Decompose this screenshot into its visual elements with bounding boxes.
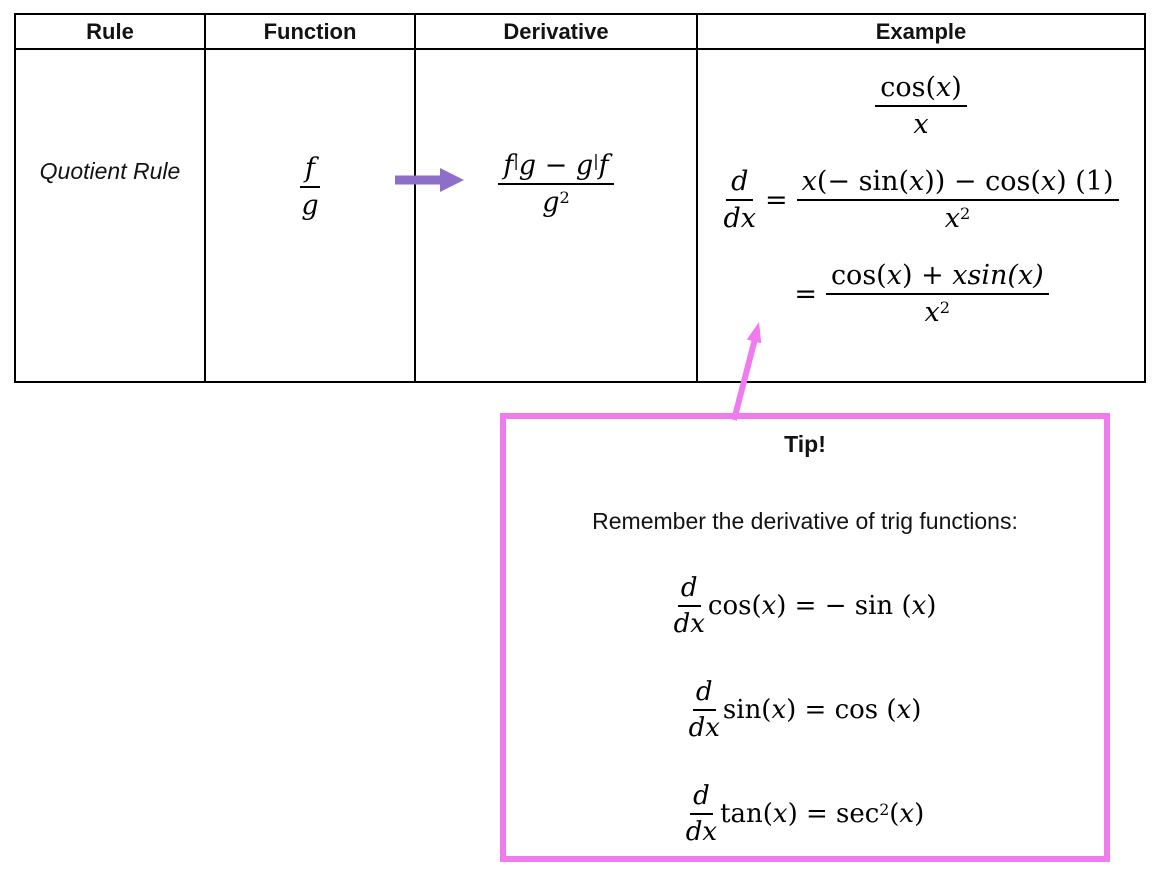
header-label-rule: Rule — [86, 18, 134, 44]
rule-name-cell: Quotient Rule — [16, 50, 206, 381]
example-step1-fraction: cos(x) x — [875, 72, 967, 140]
header-cell-rule: Rule — [16, 15, 206, 50]
header-cell-derivative: Derivative — [416, 15, 698, 50]
equals-sign: = — [765, 184, 788, 216]
tip-equation-tan-rhs: tan(x) = sec2(x) — [720, 799, 925, 829]
header-cell-function: Function — [206, 15, 416, 50]
tip-equation-sin-rhs: sin(x) = cos (x) — [722, 695, 922, 725]
example-step-3: = cos(x) + xsin(x) x2 — [793, 260, 1049, 328]
example-step-2: d dx = x(− sin(x)) − cos(x) (1) x2 — [724, 166, 1119, 234]
rule-name: Quotient Rule — [39, 158, 181, 184]
derivative-numerator: f|g − g|f — [498, 150, 614, 185]
tip-equation-cos: d dx cos(x) = − sin (x) — [674, 573, 937, 639]
callout-up-arrow-icon — [731, 322, 762, 421]
tip-equation-tan: d dx tan(x) = sec2(x) — [686, 781, 924, 847]
d-dx-fraction: d dx — [723, 166, 757, 234]
d-dx-fraction: d dx — [688, 677, 720, 743]
derivative-denominator: g2 — [542, 187, 570, 218]
example-step2-fraction: x(− sin(x)) − cos(x) (1) x2 — [796, 166, 1119, 234]
tip-equation-sin: d dx sin(x) = cos (x) — [689, 677, 922, 743]
example-step-1: cos(x) x — [875, 72, 967, 140]
d-dx-fraction: d dx — [685, 781, 718, 847]
example-step3-fraction: cos(x) + xsin(x) x2 — [825, 260, 1049, 328]
tip-callout-box: Tip! Remember the derivative of trig fun… — [500, 413, 1110, 862]
function-numerator: f — [300, 153, 320, 188]
derivative-rules-table: Rule Function Derivative Example Quotien… — [14, 13, 1146, 383]
function-denominator: g — [301, 190, 319, 221]
tip-equation-cos-rhs: cos(x) = − sin (x) — [707, 591, 937, 621]
derivative-fraction: f|g − g|f g2 — [498, 150, 614, 218]
derivative-cell: f|g − g|f g2 — [416, 50, 698, 381]
function-fraction: f g — [300, 153, 320, 221]
d-dx-fraction: d dx — [673, 573, 705, 639]
tip-subtitle: Remember the derivative of trig function… — [592, 508, 1018, 534]
example-cell: cos(x) x d dx = x(− sin(x)) − cos(x) (1)… — [698, 50, 1144, 381]
right-arrow-icon — [395, 168, 464, 192]
header-label-example: Example — [875, 18, 967, 44]
header-label-derivative: Derivative — [503, 18, 609, 44]
tip-title: Tip! — [784, 431, 826, 457]
header-cell-example: Example — [698, 15, 1144, 50]
function-cell: f g — [206, 50, 416, 381]
equals-sign: = — [794, 278, 817, 310]
header-label-function: Function — [263, 18, 357, 44]
